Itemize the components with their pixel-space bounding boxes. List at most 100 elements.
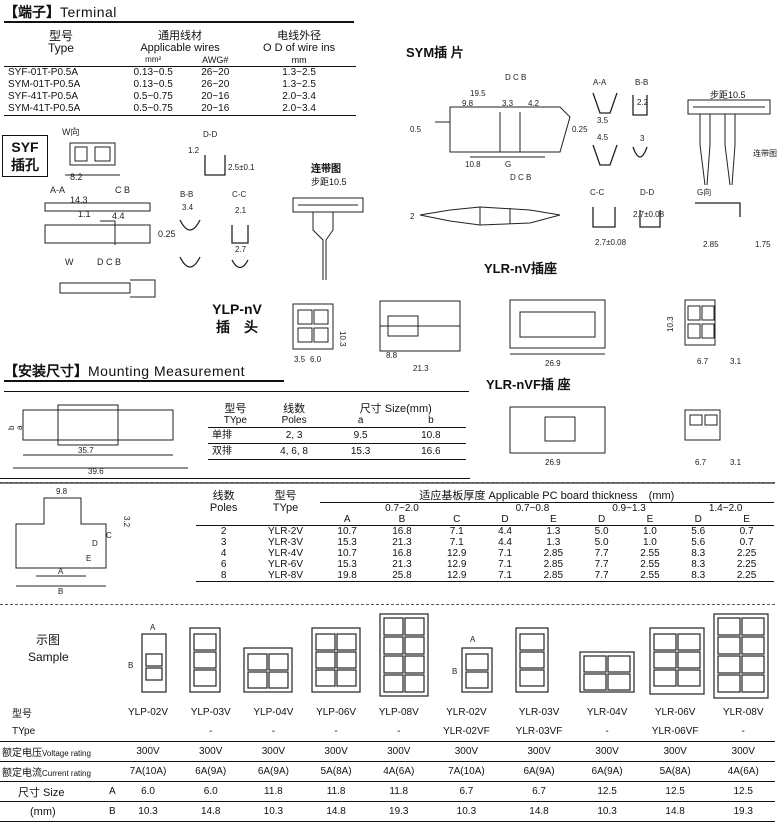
svg-text:W: W	[65, 257, 74, 267]
sample-label-cn: 示图	[36, 633, 61, 647]
svg-text:A: A	[150, 623, 156, 632]
sample-type2: -	[334, 726, 338, 737]
sym-side-drawing: 2	[410, 206, 561, 226]
svg-text:C B: C B	[115, 185, 130, 195]
svg-text:4.2: 4.2	[528, 99, 540, 108]
sample-type: YLP-02V	[128, 707, 169, 718]
svg-text:1.75: 1.75	[755, 240, 771, 249]
svg-text:A: A	[58, 567, 64, 576]
pcb-col: C	[453, 514, 461, 525]
svg-text:2.5±0.1: 2.5±0.1	[228, 163, 255, 172]
svg-text:2.1: 2.1	[235, 206, 247, 215]
mt-th-a: a	[357, 415, 364, 426]
th-wires: 通用线材	[158, 30, 203, 42]
sample-voltage: 300V	[527, 746, 551, 757]
sample-row-current: 额定电流Current rating	[2, 768, 91, 779]
sample-size-b: 10.3	[263, 806, 284, 817]
svg-text:B: B	[128, 661, 133, 670]
mounting-drawing: b a 35.7 39.6	[8, 404, 188, 475]
sample-current: 5A(8A)	[659, 766, 691, 777]
th-mm2: mm²	[145, 55, 162, 64]
th-wires-en: Applicable wires	[140, 42, 220, 54]
svg-text:3.3: 3.3	[502, 99, 514, 108]
sample-type: YLP-03V	[190, 707, 231, 718]
svg-text:3.1: 3.1	[730, 458, 742, 467]
sample-row-size: 尺寸 Size	[18, 786, 65, 799]
svg-text:10.3: 10.3	[338, 331, 347, 347]
svg-text:D-D: D-D	[640, 188, 654, 197]
sample-voltage: 300V	[454, 746, 479, 757]
svg-text:9.8: 9.8	[462, 99, 474, 108]
svg-text:0.25: 0.25	[572, 125, 588, 134]
sample-row-type-en: TYpe	[12, 726, 36, 737]
svg-text:2: 2	[410, 212, 415, 221]
mounting-top-rule	[4, 391, 469, 392]
svg-text:35.7: 35.7	[78, 446, 94, 455]
sample-current: 6A(9A)	[523, 766, 555, 777]
sample-current: 5A(8A)	[320, 766, 352, 777]
sample-size-b: 14.8	[326, 806, 346, 817]
mounting-title: 【安装尺寸】Mounting Measurement	[4, 361, 245, 381]
sample-type: YLR-02V	[446, 707, 487, 718]
svg-text:2.2: 2.2	[637, 98, 649, 107]
sample-current: 6A(9A)	[591, 766, 623, 777]
terminal-title: 【端子】Terminal	[4, 2, 117, 22]
sample-size-a: 11.8	[264, 786, 283, 797]
svg-text:b: b	[8, 425, 16, 430]
svg-text:B: B	[58, 587, 63, 596]
svg-text:A-A: A-A	[593, 78, 607, 87]
svg-text:B-B: B-B	[180, 190, 193, 199]
chain-label-3: 连带图	[753, 149, 777, 158]
sample-type2: -	[271, 726, 276, 737]
svg-text:C-C: C-C	[232, 190, 246, 199]
sample-size-b: 14.8	[529, 806, 549, 817]
sample-type: YLR-03V	[518, 707, 560, 718]
sample-current: 7A(10A)	[448, 766, 485, 777]
svg-text:0.5: 0.5	[410, 125, 422, 134]
svg-text:6.7: 6.7	[695, 458, 707, 467]
sample-voltage: 300V	[261, 746, 286, 757]
ylr-nv-label: YLR-nV插座	[484, 261, 557, 276]
pcb-col: E	[743, 514, 750, 525]
sample-type2	[117, 722, 180, 742]
svg-text:19.5: 19.5	[470, 89, 486, 98]
sample-current: 4A(6A)	[383, 766, 415, 777]
svg-text:2.7: 2.7	[235, 245, 247, 254]
svg-text:G向: G向	[697, 187, 711, 197]
sample-type2: -	[209, 726, 213, 737]
syf-label-2: 插孔	[11, 157, 39, 173]
svg-text:D: D	[92, 539, 98, 548]
pcb-group: 0.7~0.8	[484, 502, 581, 514]
sample-size-a: 12.5	[597, 786, 617, 797]
sample-voltage: 300V	[731, 746, 755, 757]
svg-text:2.85: 2.85	[703, 240, 719, 249]
mounting-title-en: Mounting Measurement	[88, 363, 246, 379]
svg-text:8.2: 8.2	[70, 172, 83, 182]
mt-th-type: 型号	[224, 403, 247, 415]
sample-type2: YLR-02VF	[443, 726, 490, 737]
sample-size-a: 12.5	[665, 786, 685, 797]
svg-text:3: 3	[640, 134, 645, 143]
svg-text:8.8: 8.8	[386, 351, 398, 360]
pcb-table: 线数 型号 适应基板厚度 Applicable PC board thickne…	[196, 491, 774, 582]
sample-current: 6A(9A)	[195, 766, 227, 777]
sample-size-b: 10.3	[456, 806, 477, 817]
sample-voltage: 300V	[324, 746, 348, 757]
svg-text:W向: W向	[62, 126, 80, 137]
sample-type2: -	[397, 726, 401, 737]
mounting-title-cn: 【安装尺寸】	[4, 363, 88, 379]
sample-voltage: 300V	[663, 746, 687, 757]
svg-text:4.4: 4.4	[112, 211, 125, 221]
pcb-th-type-en: TYpe	[272, 501, 299, 514]
mt-th-poles: 线数	[283, 403, 306, 415]
pcb-drawing: 9.8 3.2 C D E A B	[15, 487, 131, 596]
sample-type: YLP-08V	[378, 707, 419, 718]
